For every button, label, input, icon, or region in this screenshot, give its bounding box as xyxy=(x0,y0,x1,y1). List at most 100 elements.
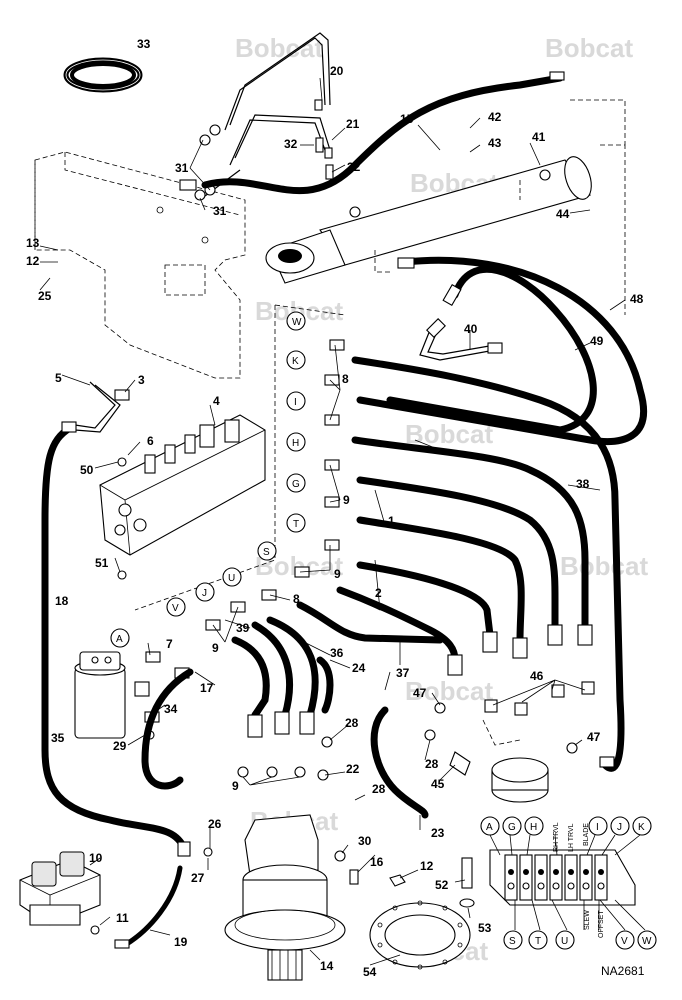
part-number-44: 44 xyxy=(556,207,570,221)
cylinder-41 xyxy=(265,99,626,315)
part-number-8: 8 xyxy=(342,372,349,386)
inset-letter-w: W xyxy=(642,936,652,947)
pilot-control-10 xyxy=(19,847,213,949)
part-number-6: 6 xyxy=(147,434,154,448)
part-number-49: 49 xyxy=(590,334,604,348)
part-number-33: 33 xyxy=(137,37,151,51)
leader-lines xyxy=(39,77,626,966)
part-number-27: 27 xyxy=(191,871,205,885)
inset-label-lh-trvl: LH TRVL xyxy=(568,823,575,852)
part-number-9: 9 xyxy=(212,641,219,655)
part-number-35: 35 xyxy=(51,731,65,745)
valve-section-inset xyxy=(489,834,646,931)
part-number-32: 32 xyxy=(347,160,361,174)
part-number-24: 24 xyxy=(352,661,366,675)
part-number-47: 47 xyxy=(587,730,601,744)
part-number-28: 28 xyxy=(345,716,359,730)
inset-letter-k: K xyxy=(638,822,645,833)
watermark: Bobcat xyxy=(405,676,493,706)
part-number-37: 37 xyxy=(396,666,410,680)
hose-letter-w: W xyxy=(292,317,302,328)
part-number-51: 51 xyxy=(95,556,109,570)
part-number-28: 28 xyxy=(425,757,439,771)
inset-label-offset: OFFSET xyxy=(598,910,605,938)
part-number-2: 2 xyxy=(375,586,382,600)
part-number-10: 10 xyxy=(89,851,103,865)
part-number-4: 4 xyxy=(213,394,220,408)
watermark: Bobcat xyxy=(235,33,323,63)
part-number-38: 38 xyxy=(576,477,590,491)
filter-35 xyxy=(74,651,160,740)
part-number-54: 54 xyxy=(363,965,377,979)
part-number-52: 52 xyxy=(435,878,449,892)
inset-letter-a: A xyxy=(486,822,493,833)
part-number-20: 20 xyxy=(330,64,344,78)
hose-letter-g: G xyxy=(292,479,300,490)
part-number-53: 53 xyxy=(478,921,492,935)
watermark: Bobcat xyxy=(560,551,648,581)
hose-letter-j: J xyxy=(202,588,207,599)
inset-letter-i: I xyxy=(596,822,599,833)
inset-label-rh-trvl: RH TRVL xyxy=(553,822,560,852)
hose-letter-s: S xyxy=(263,547,270,558)
inset-letter-u: U xyxy=(561,936,568,947)
part-number-26: 26 xyxy=(208,817,222,831)
hose-15 xyxy=(179,71,565,195)
inset-letter-j: J xyxy=(617,822,622,833)
hose-letter-a: A xyxy=(116,634,123,645)
part-number-11: 11 xyxy=(116,911,129,925)
hose-letter-u: U xyxy=(228,573,235,584)
hose-letter-t: T xyxy=(293,519,299,530)
swing-motor-14 xyxy=(224,814,359,981)
part-number-28: 28 xyxy=(372,782,386,796)
inset-label-blade: BLADE xyxy=(583,823,590,846)
hose-letter-v: V xyxy=(172,603,179,614)
watermark: Bobcat xyxy=(545,33,633,63)
figure-reference: NA2681 xyxy=(601,964,645,978)
part-number-47: 47 xyxy=(413,686,427,700)
part-number-25: 25 xyxy=(38,289,52,303)
part-number-5: 5 xyxy=(55,371,62,385)
hose-letter-i: I xyxy=(294,397,297,408)
part-number-12: 12 xyxy=(26,254,40,268)
part-number-15: 15 xyxy=(400,112,414,126)
part-number-18: 18 xyxy=(55,594,69,608)
part-number-29: 29 xyxy=(113,739,127,753)
gasket-plate-54 xyxy=(369,857,475,970)
part-number-46: 46 xyxy=(530,669,544,683)
part-number-22: 22 xyxy=(346,762,360,776)
hose-letter-callouts: W K I H G T S U J V A xyxy=(110,311,306,648)
part-number-21: 21 xyxy=(346,117,360,131)
part-number-1: 1 xyxy=(388,514,395,528)
part-number-8: 8 xyxy=(293,592,300,606)
hoses-48-49 xyxy=(356,256,648,446)
inset-letter-v: V xyxy=(621,936,628,947)
part-number-17: 17 xyxy=(200,681,214,695)
part-number-19: 19 xyxy=(174,935,188,949)
part-number-31: 31 xyxy=(175,161,189,175)
part-number-32: 32 xyxy=(284,137,298,151)
part-number-9: 9 xyxy=(343,493,350,507)
part-number-30: 30 xyxy=(358,834,372,848)
part-number-39: 39 xyxy=(236,621,250,635)
part-number-12: 12 xyxy=(420,859,434,873)
part-number-7: 7 xyxy=(166,637,173,651)
part-number-34: 34 xyxy=(164,702,178,716)
hose-18 xyxy=(41,421,191,857)
part-number-41: 41 xyxy=(532,130,546,144)
hose-bundle-1-2-38 xyxy=(296,356,625,772)
inset-label-slew: SLEW xyxy=(584,910,591,930)
part-number-43: 43 xyxy=(488,136,502,150)
part-number-14: 14 xyxy=(320,959,334,973)
frame-weldment xyxy=(34,151,246,379)
part-number-40: 40 xyxy=(464,322,478,336)
part-number-labels: 33 20 15 21 32 32 31 31 42 43 41 44 13 1… xyxy=(26,37,644,979)
inset-letter-t: T xyxy=(535,936,541,947)
part-number-9: 9 xyxy=(232,779,239,793)
swivel-joint-45 xyxy=(424,702,578,803)
hose-letter-h: H xyxy=(292,438,299,449)
hoses-17-24-36 xyxy=(141,616,429,819)
part-number-42: 42 xyxy=(488,110,502,124)
